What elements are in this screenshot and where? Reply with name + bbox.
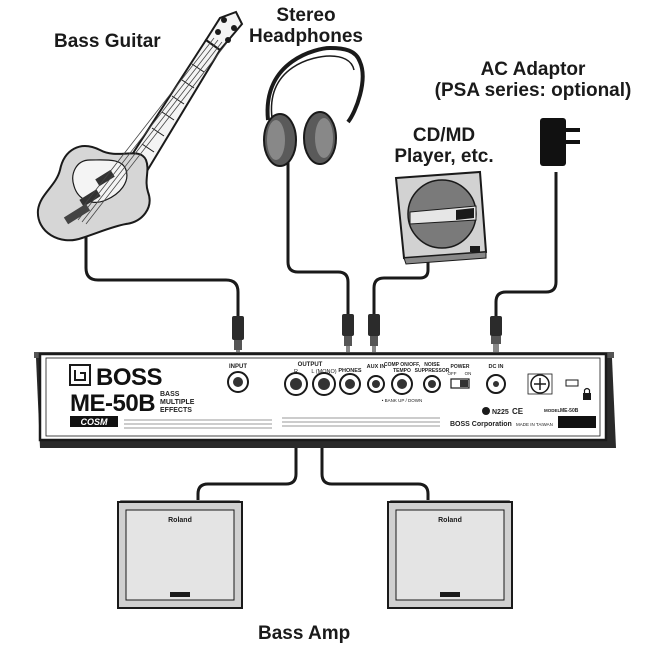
lock-icon: [583, 387, 591, 400]
phones-plug: [342, 314, 354, 356]
dc-in-jack[interactable]: [486, 374, 506, 394]
input-jack[interactable]: [227, 371, 249, 393]
power-label: POWER: [451, 364, 470, 370]
comp-tempo-jack[interactable]: [391, 373, 413, 395]
noise-jack-label-1: NOISE: [424, 362, 440, 368]
device-subtitle-2: MULTIPLE: [160, 399, 195, 406]
bass-guitar-label: Bass Guitar: [54, 31, 161, 52]
comp-jack-label-1: COMP ON/OFF,: [384, 362, 421, 368]
model-plate-label: MODEL: [544, 408, 561, 413]
output-label: OUTPUT: [298, 362, 323, 368]
output-r-jack[interactable]: [284, 372, 308, 396]
output-l-jack[interactable]: [312, 372, 336, 396]
ac-adaptor-cable: [494, 172, 558, 318]
output-l-label: L (MONO): [311, 369, 336, 375]
headphones-illustration: [263, 45, 365, 167]
amp-right-brand: Roland: [168, 517, 192, 524]
dc-in-label: DC IN: [489, 364, 504, 370]
battery-cover-screw-icon: [527, 373, 553, 395]
boss-logo-box: [69, 364, 91, 386]
power-on-label: ON: [465, 371, 472, 376]
headphones-label-line2: Headphones: [248, 25, 364, 47]
cosm-badge-text: COSM: [81, 417, 109, 427]
phones-jack[interactable]: [339, 373, 361, 395]
amp-left-brand: Roland: [438, 517, 462, 524]
fine-print: [124, 417, 440, 429]
device-subtitle-3: EFFECTS: [160, 407, 192, 414]
headphones-label: Stereo Headphones: [236, 5, 376, 47]
aux-plug: [368, 314, 380, 356]
vent-slot: [565, 379, 579, 387]
output-r-label: R: [294, 369, 298, 375]
comp-jack-label-2: TEMPO: [393, 368, 411, 374]
input-plug: [232, 316, 244, 358]
bass-amp-right: Roland: [117, 500, 243, 609]
noise-suppressor-jack[interactable]: [423, 375, 441, 393]
bass-amp-left: Roland: [387, 500, 513, 609]
cert-icon: [482, 407, 490, 415]
cd-player-label-line2: Player, etc.: [394, 145, 494, 167]
power-off-label: OFF: [448, 371, 457, 376]
ac-adaptor-label: AC Adaptor (PSA series: optional): [424, 59, 642, 101]
noise-jack-label-2: SUPPRESSOR: [415, 368, 450, 374]
bank-label: • BANK UP / DOWN: [382, 398, 423, 403]
cd-player-cable: [372, 262, 430, 314]
headphones-cable: [286, 158, 350, 314]
ac-adaptor-label-line1: AC Adaptor: [480, 59, 586, 80]
phones-jack-label: PHONES: [338, 368, 362, 374]
bass-guitar-illustration: [36, 10, 244, 242]
power-switch[interactable]: [450, 378, 470, 389]
amp-cable-left: [320, 440, 430, 500]
cert-code: N225: [492, 409, 509, 416]
headphones-label-line1: Stereo: [276, 5, 336, 26]
device-model: ME-50B: [70, 390, 155, 417]
amp-cable-right: [196, 440, 298, 500]
ce-mark: CE: [512, 407, 524, 416]
cd-player-label: CD/MD Player, etc.: [386, 125, 502, 167]
cd-player-label-line1: CD/MD: [412, 125, 476, 146]
aux-jack[interactable]: [367, 375, 385, 393]
cables: [84, 158, 558, 500]
guitar-cable: [84, 232, 240, 318]
device-subtitle-1: BASS: [160, 391, 180, 398]
cosm-badge: [70, 416, 118, 427]
corporation-text: BOSS Corporation: [450, 421, 512, 428]
serial-plate: [558, 416, 596, 428]
model-plate-value: ME-50B: [560, 408, 579, 414]
input-jack-label: INPUT: [229, 364, 247, 370]
bass-amp-label: Bass Amp: [258, 623, 351, 644]
aux-jack-label: AUX IN: [367, 364, 386, 370]
me-50b-device: BOSS ME-50B BASS MULTIPLE EFFECTS COSM I…: [34, 352, 616, 448]
ac-adaptor-illustration: [540, 118, 580, 166]
made-in-text: MADE IN TAIWAN: [516, 422, 553, 427]
ac-adaptor-label-line2: (PSA series: optional): [434, 79, 632, 101]
boss-logo-text: BOSS: [96, 364, 163, 391]
cd-player-illustration: [394, 170, 488, 265]
dc-plug: [490, 316, 502, 356]
